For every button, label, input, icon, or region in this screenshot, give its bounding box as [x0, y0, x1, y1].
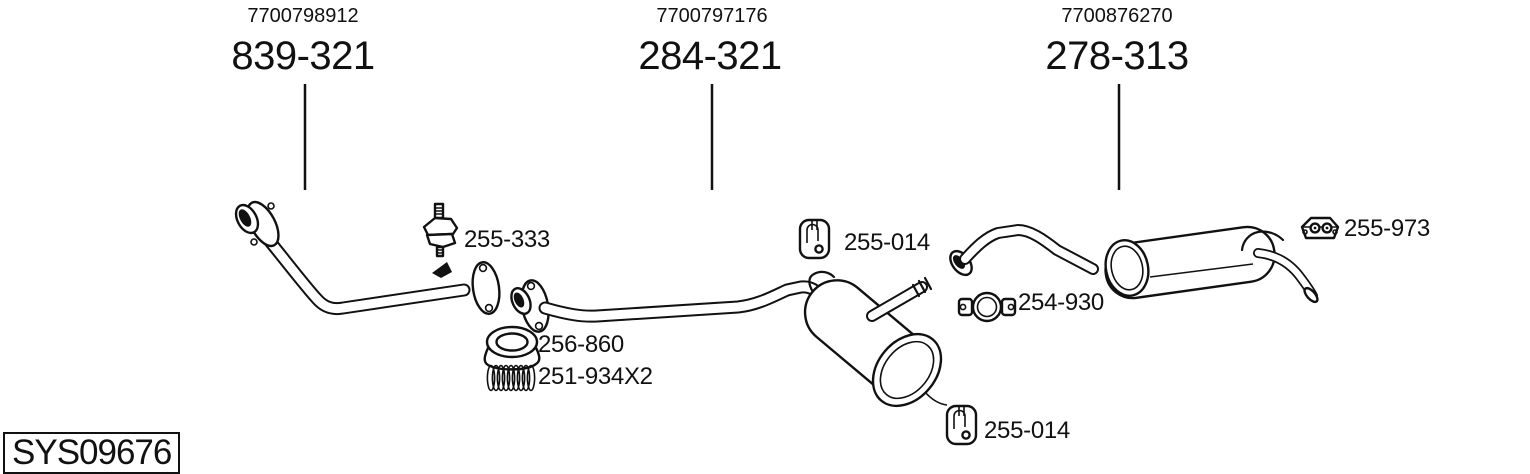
gasket-ring-icon — [483, 325, 541, 371]
part-label: 255-014 — [844, 229, 930, 256]
oem-number: 7700876270 — [1061, 5, 1173, 27]
centre-silencer-drawing — [510, 270, 948, 408]
part-label: 256-860 — [538, 331, 624, 358]
rear-silencer-drawing — [949, 224, 1319, 304]
part-label: 255-973 — [1344, 215, 1430, 242]
hanger-bracket — [432, 262, 452, 278]
oem-number: 7700797176 — [656, 5, 768, 27]
part-label: 254-930 — [1018, 289, 1104, 316]
part-label: 251-934X2 — [538, 363, 653, 390]
diagram-code-badge: SYS09676 — [3, 432, 181, 474]
coil-spring-icon — [486, 364, 536, 392]
section-code: 278-313 — [1045, 34, 1189, 78]
pipe-clamp-icon — [957, 291, 1017, 323]
front-pipe-drawing — [234, 200, 501, 316]
section-code: 284-321 — [638, 34, 782, 78]
leader-lines — [303, 84, 1121, 190]
part-label: 255-014 — [984, 417, 1070, 444]
rubber-hanger-icon — [798, 218, 831, 260]
part-label: 255-333 — [464, 226, 550, 253]
rubber-mounting-icon — [422, 202, 459, 258]
section-code: 839-321 — [231, 34, 375, 78]
oem-number: 7700798912 — [247, 5, 359, 27]
rubber-hanger-icon — [945, 404, 978, 446]
rubber-mounting-icon — [1300, 216, 1340, 240]
